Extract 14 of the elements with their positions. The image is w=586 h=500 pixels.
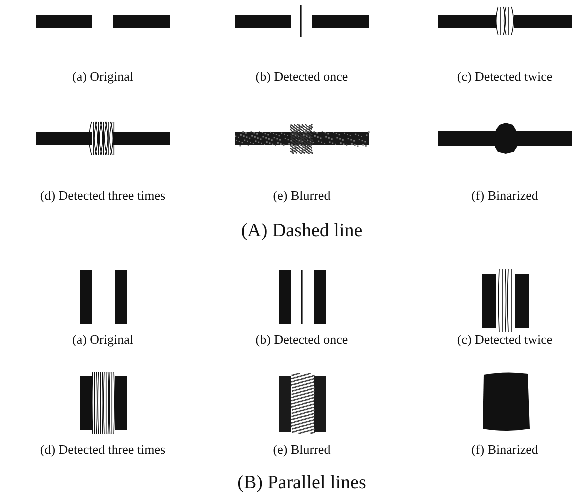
section-title: (A) Dashed line: [241, 222, 363, 242]
panel-caption: (a) Original: [72, 332, 134, 348]
panel-caption: (e) Blurred: [273, 188, 331, 204]
panel-caption: (d) Detected three times: [40, 442, 166, 458]
panel-caption: (b) Detected once: [256, 70, 348, 84]
panel-caption: (a) Original: [72, 70, 134, 84]
panel-caption: (f) Binarized: [472, 188, 538, 204]
panel-caption: (e) Blurred: [273, 442, 331, 458]
panel-caption: (d) Detected three times: [40, 188, 166, 204]
panel-caption: (b) Detected once: [256, 332, 348, 348]
panel-caption: (f) Binarized: [472, 442, 538, 458]
panel-caption: (c) Detected twice: [457, 70, 553, 84]
panel-caption: (c) Detected twice: [457, 332, 553, 348]
section-title: (B) Parallel lines: [238, 474, 366, 494]
